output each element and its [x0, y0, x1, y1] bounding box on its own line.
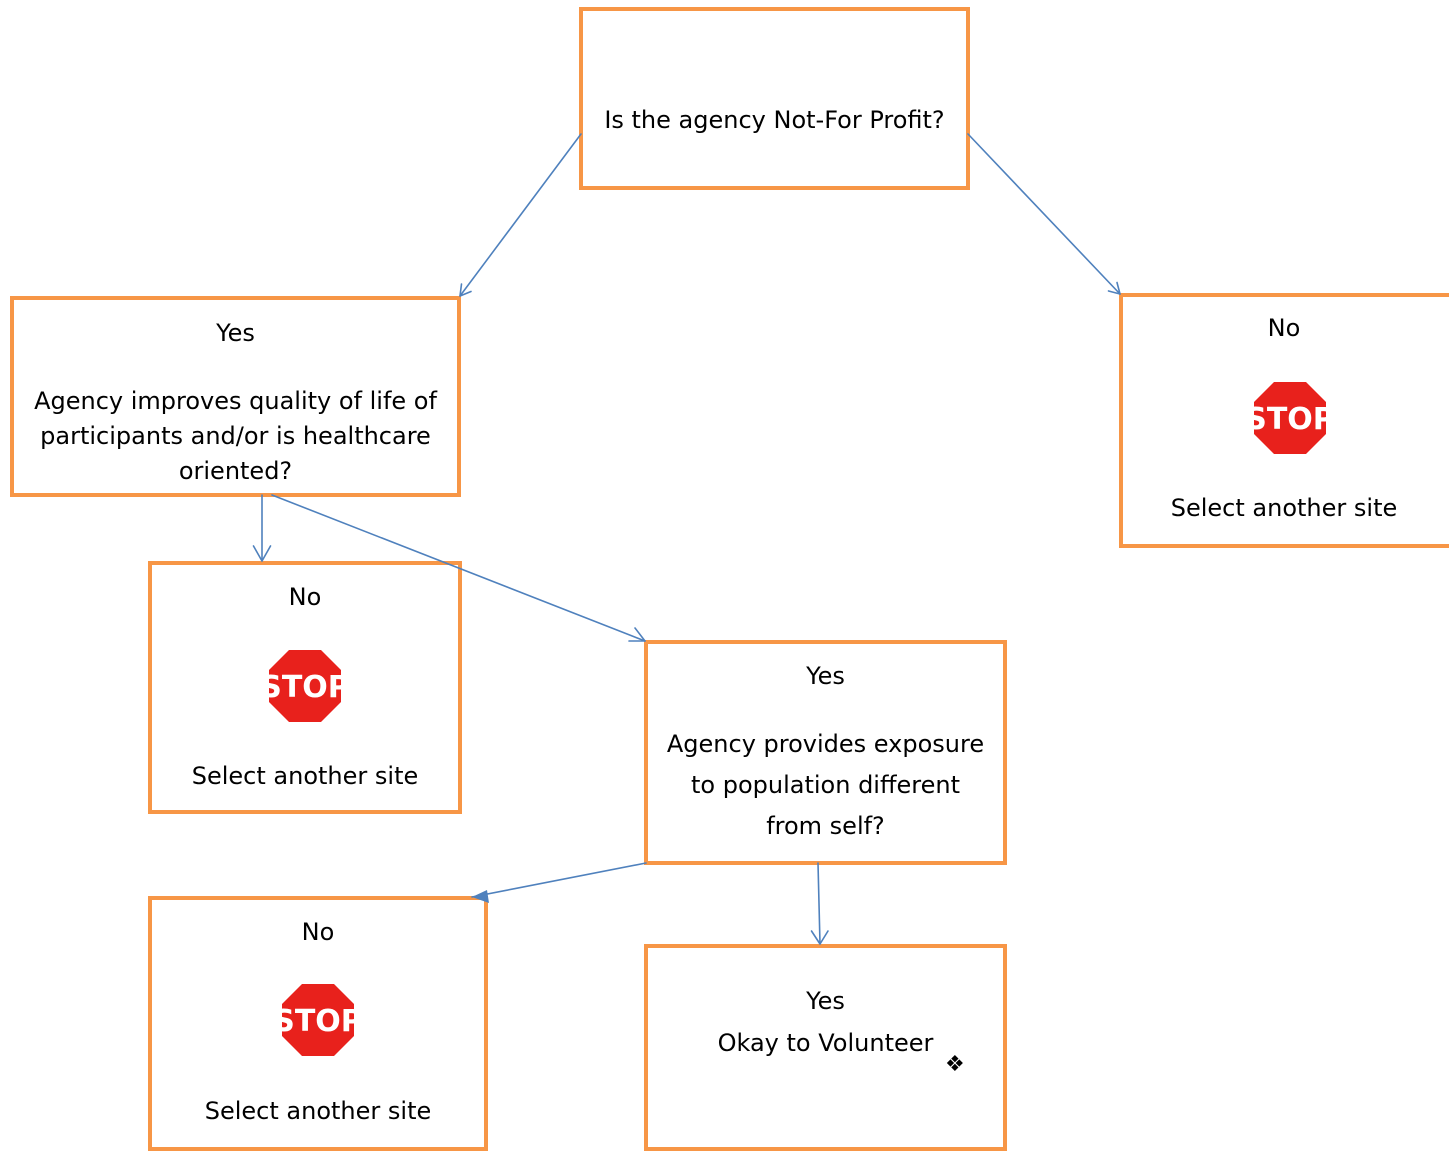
- stop-sign-text: STOP: [1248, 402, 1332, 437]
- node-action-text: Select another site: [1170, 494, 1398, 522]
- connector-exposure-to-no-exposure: [471, 862, 647, 898]
- node-root: Is the agency Not-For Profit?: [579, 7, 970, 190]
- stop-sign-shape: [282, 984, 354, 1056]
- diamond-marker-icon: ❖: [945, 1052, 965, 1077]
- node-question-text: Agency provides exposure to population d…: [666, 730, 985, 840]
- node-answer-label: No: [301, 918, 335, 946]
- node-volunteer: Yes Okay to Volunteer ❖: [644, 944, 1007, 1151]
- node-answer-label: Yes: [216, 319, 255, 347]
- node-answer-label: Yes: [806, 662, 845, 690]
- connector-root-to-no-profit: [967, 133, 1121, 295]
- node-action-text: Select another site: [204, 1097, 432, 1125]
- connector-root-to-quality: [459, 133, 582, 297]
- stop-sign-icon: STOP: [263, 644, 347, 728]
- stop-sign-text: STOP: [276, 1004, 360, 1039]
- node-no-profit: No STOP Select another site: [1119, 293, 1449, 548]
- node-result-text: Okay to Volunteer: [717, 1029, 934, 1057]
- node-action-text: Select another site: [191, 762, 419, 790]
- node-answer-label: Yes: [806, 987, 845, 1015]
- node-exposure: Yes Agency provides exposure to populati…: [644, 640, 1007, 865]
- root-question: Is the agency Not-For Profit?: [604, 106, 945, 134]
- stop-sign-shape: [269, 650, 341, 722]
- stop-sign-icon: STOP: [1248, 376, 1332, 460]
- node-answer-label: No: [1267, 314, 1301, 342]
- connector-exposure-to-volunteer: [810, 862, 829, 945]
- node-no-quality: No STOP Select another site: [148, 561, 462, 814]
- stop-sign-icon: STOP: [276, 978, 360, 1062]
- stop-sign-shape: [1254, 382, 1326, 454]
- node-no-exposure: No STOP Select another site: [148, 896, 488, 1151]
- connector-quality-to-no-quality: [252, 494, 272, 562]
- node-quality: Yes Agency improves quality of life of p…: [10, 296, 461, 497]
- node-answer-label: No: [288, 583, 322, 611]
- node-question-text: Agency improves quality of life of parti…: [34, 387, 437, 485]
- stop-sign-text: STOP: [263, 670, 347, 705]
